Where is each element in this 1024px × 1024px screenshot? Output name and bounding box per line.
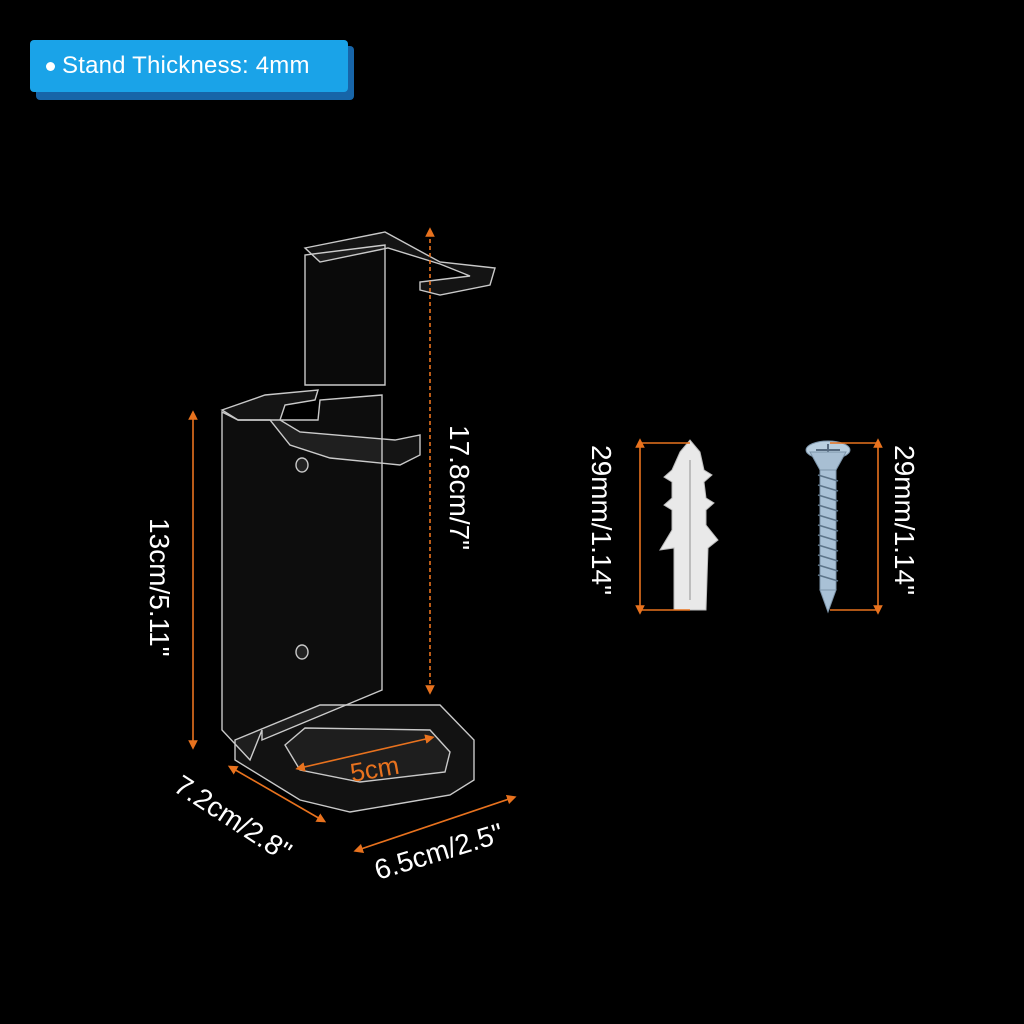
thickness-badge: Stand Thickness: 4mm	[30, 40, 348, 92]
bullet-dot	[46, 61, 55, 71]
thickness-label: Stand Thickness: 4mm	[62, 52, 310, 79]
dimension-lines	[188, 227, 517, 854]
stand-height-label: 17.8cm/7"	[444, 425, 475, 550]
screw-dimension	[830, 438, 883, 615]
screw-length-label: 29mm/1.14"	[889, 445, 920, 595]
screw-icon	[805, 440, 851, 614]
anchor-length-label: 29mm/1.14"	[586, 445, 617, 595]
anchor-dimension	[635, 438, 690, 615]
wall-anchor-icon	[659, 439, 719, 611]
front-height-label: 13cm/5.11"	[144, 518, 175, 657]
width-label: 6.5cm/2.5"	[371, 817, 507, 885]
